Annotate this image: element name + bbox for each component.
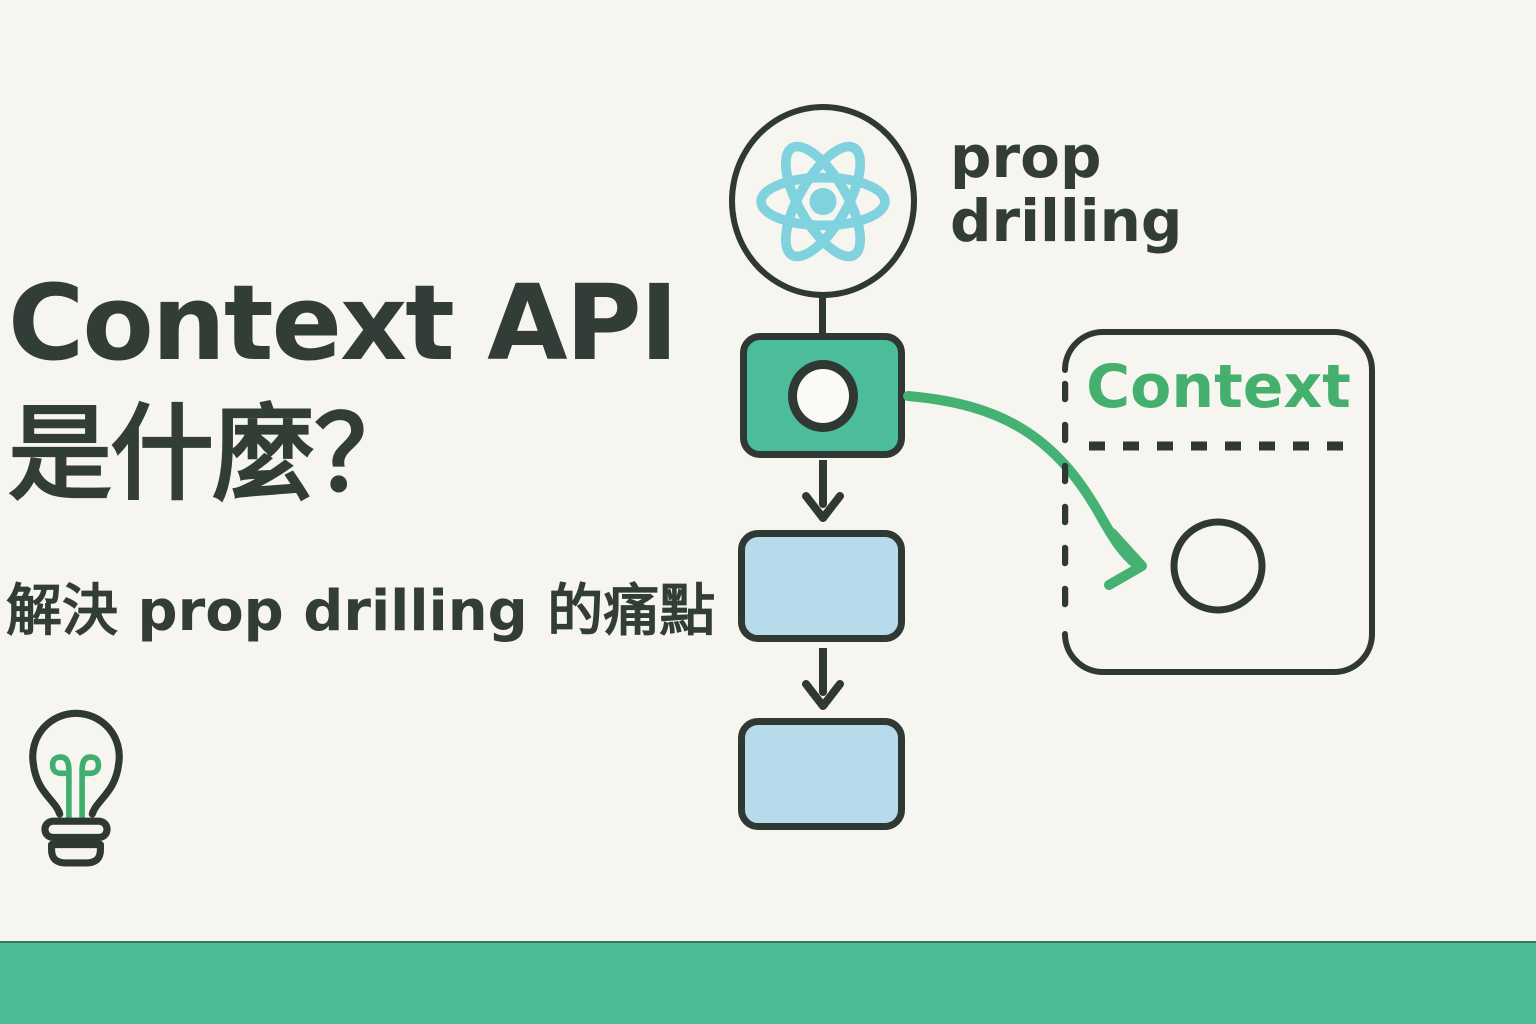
child-node-2 [738, 718, 905, 830]
bottom-accent-bar [0, 941, 1536, 1024]
prop-token-circle [787, 359, 858, 432]
provider-node [740, 333, 905, 458]
context-card-border [1062, 329, 1375, 675]
page-title: Context API 是什麼？ [8, 258, 678, 520]
page-title-line-1: Context API [8, 262, 678, 384]
react-root-node [729, 104, 917, 298]
context-token-circle [1170, 518, 1266, 614]
context-card-label: Context [1086, 352, 1351, 422]
page-subtitle: 解決 prop drilling 的痛點 [6, 579, 716, 644]
lightbulb-icon [29, 709, 123, 867]
context-card [1062, 329, 1375, 675]
arrow-down-icon [802, 460, 844, 522]
prop-drilling-line-2: drilling [950, 186, 1183, 255]
child-node-1 [738, 530, 905, 642]
react-logo-icon [756, 141, 890, 261]
page-title-line-2: 是什麼？ [8, 393, 418, 516]
prop-drilling-line-1: prop [950, 123, 1102, 191]
arrow-down-icon [802, 648, 844, 710]
root-connector-line [819, 294, 826, 336]
prop-drilling-label: prop drilling [950, 123, 1183, 255]
